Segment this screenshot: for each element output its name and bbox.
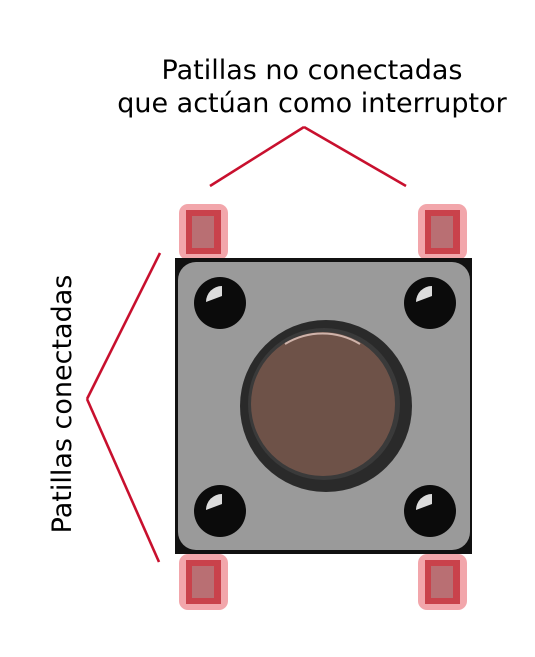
side-label: Patillas conectadas — [47, 275, 78, 534]
pin-top-right — [418, 204, 467, 260]
top-leader-right — [303, 125, 407, 188]
top-label-line-2: que actúan como interruptor — [117, 88, 507, 119]
top-label-line-1: Patillas no conectadas — [162, 55, 463, 86]
side-leader-lines — [85, 252, 162, 563]
pin-bottom-right — [418, 554, 467, 610]
mount-hole-top-right — [404, 277, 456, 329]
mount-hole-top-left — [194, 277, 246, 329]
top-leader-left — [209, 125, 305, 188]
mount-hole-bottom-left — [194, 485, 246, 537]
side-leader-top — [85, 252, 162, 400]
pin-top-left — [179, 204, 228, 260]
side-leader-bottom — [85, 398, 161, 563]
top-leader-lines — [209, 125, 407, 188]
mount-hole-bottom-right — [404, 485, 456, 537]
push-button — [240, 320, 412, 492]
pin-bottom-left — [179, 554, 228, 610]
